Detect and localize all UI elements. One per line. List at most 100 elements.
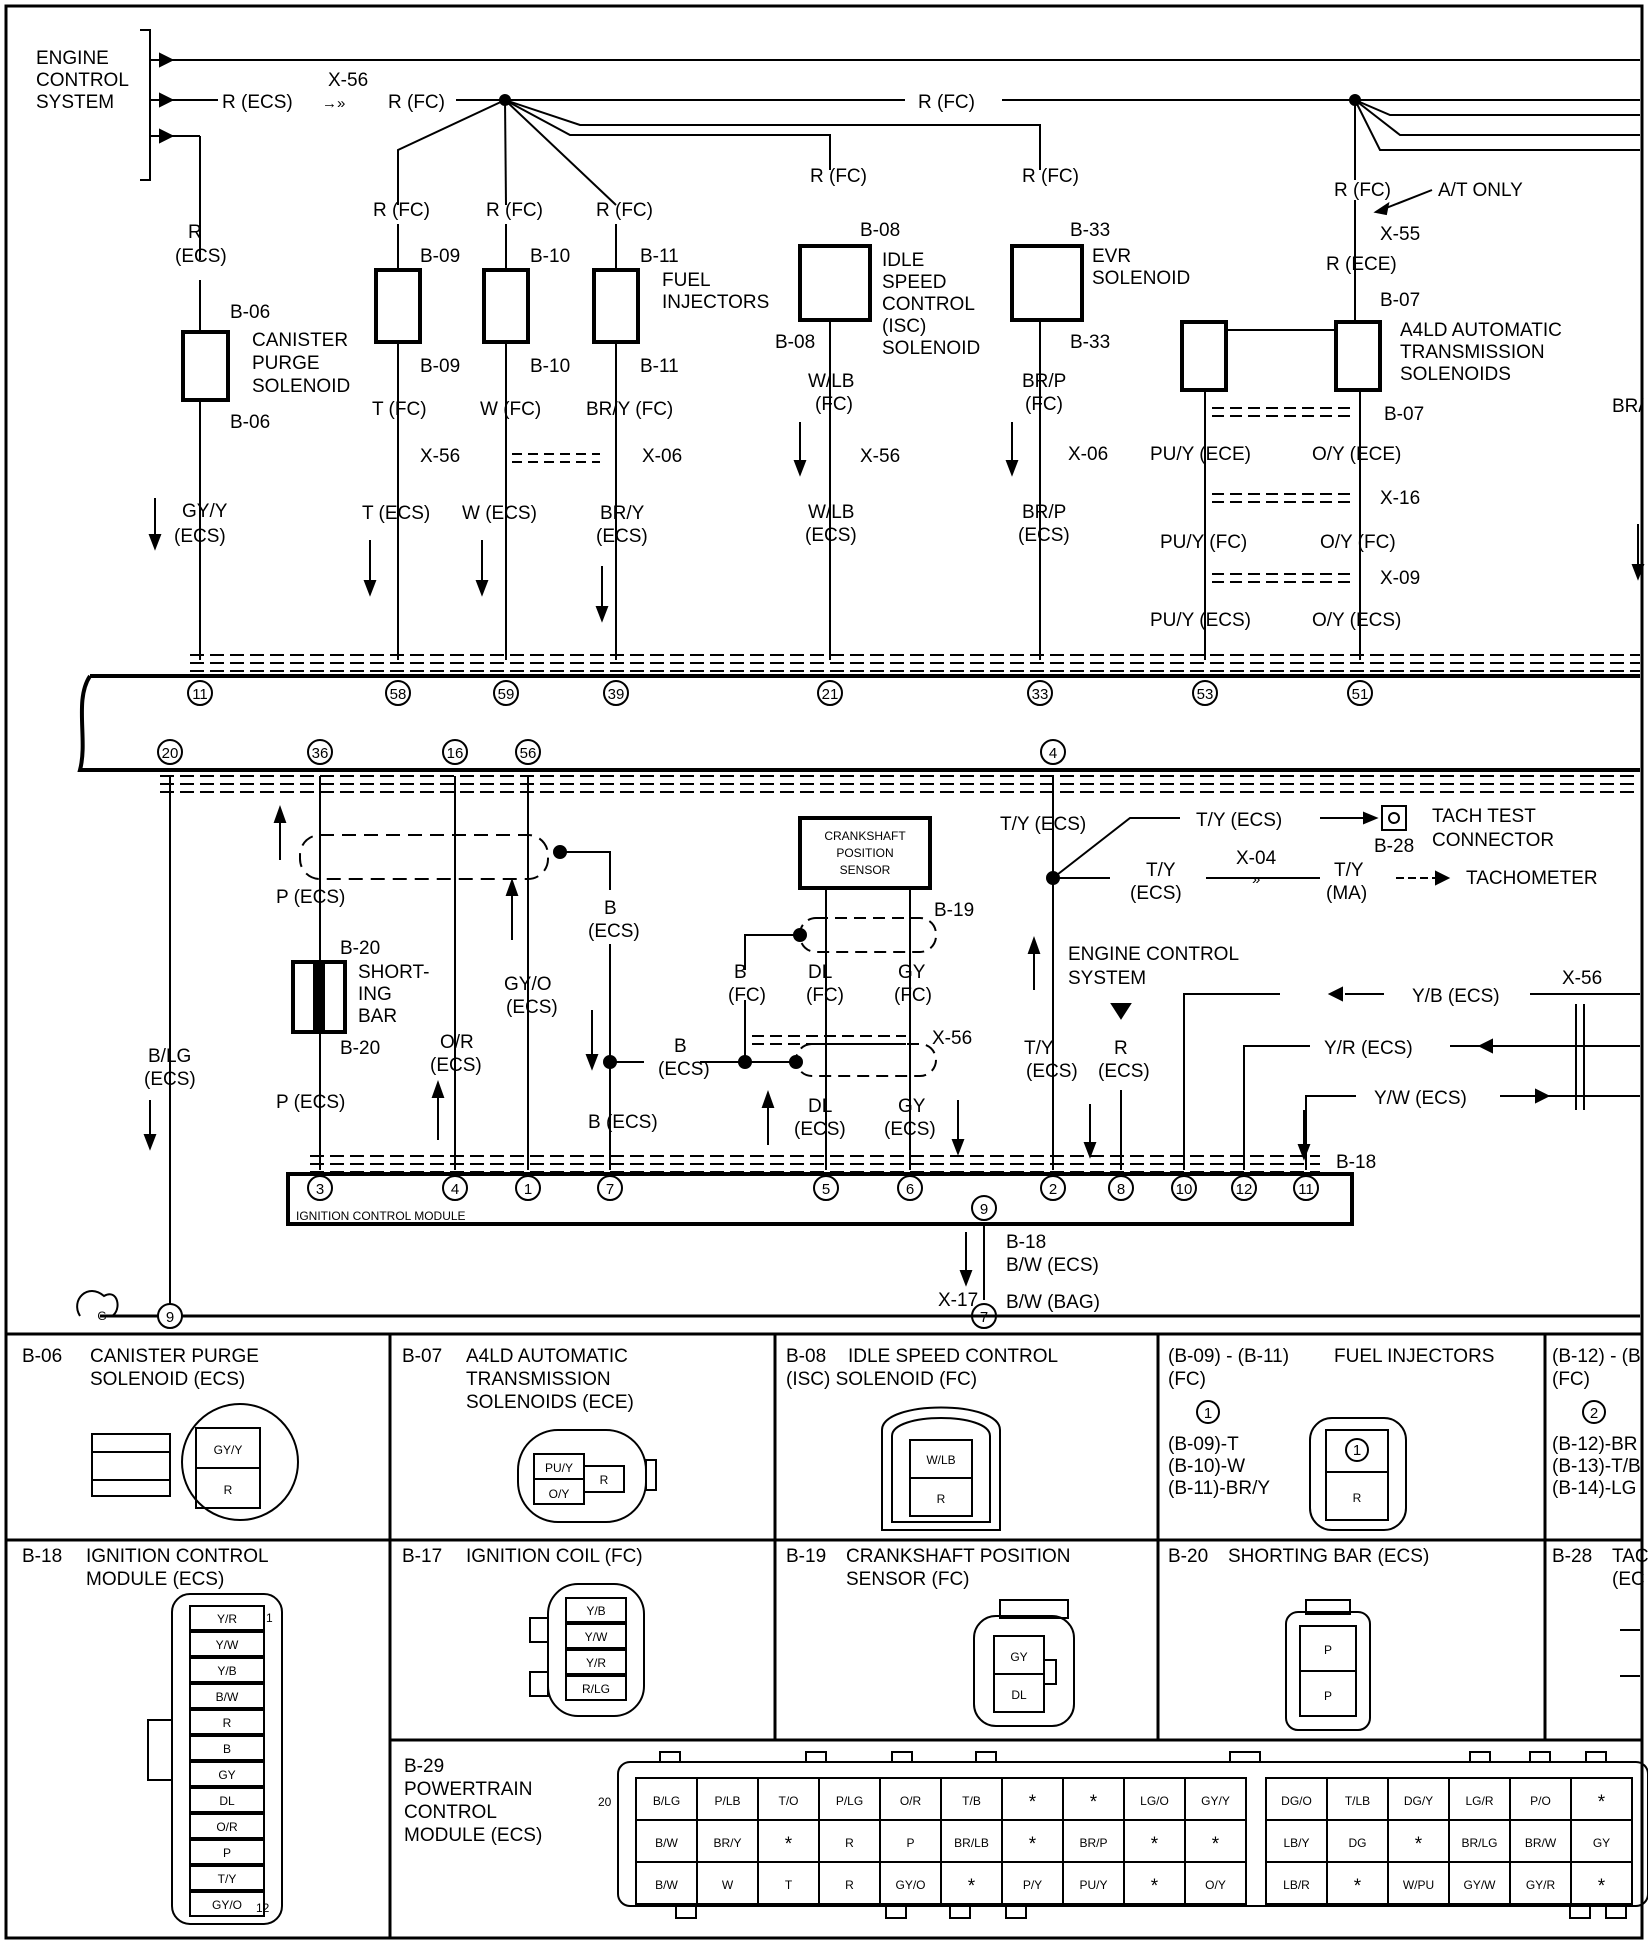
b18-cell-label: B/W bbox=[216, 1690, 239, 1704]
b18-cell bbox=[189, 1813, 265, 1839]
svg-text:(B-14)-LG: (B-14)-LG bbox=[1552, 1478, 1636, 1499]
b29-cell-label: B/W bbox=[655, 1836, 678, 1850]
svg-text:(ECS): (ECS) bbox=[658, 1059, 710, 1080]
b17-cell-label: Y/R bbox=[586, 1656, 606, 1670]
svg-text:IGNITION CONTROL MODULE: IGNITION CONTROL MODULE bbox=[296, 1209, 466, 1223]
b29-cell-label: T/O bbox=[779, 1794, 799, 1808]
b18-cell-label: GY/O bbox=[212, 1898, 242, 1912]
svg-text:1: 1 bbox=[266, 1611, 273, 1625]
connector-b12-partial: (B-12) - (B (FC) 2 (B-12)-BR (B-13)-T/B … bbox=[1552, 1346, 1641, 1499]
svg-text:51: 51 bbox=[1352, 686, 1369, 703]
svg-text:53: 53 bbox=[1197, 686, 1214, 703]
icm-pin bbox=[1171, 1175, 1197, 1201]
svg-text:56: 56 bbox=[520, 745, 537, 762]
svg-text:(B-09) - (B-11): (B-09) - (B-11) bbox=[1168, 1346, 1289, 1367]
svg-text:B: B bbox=[674, 1036, 687, 1057]
icm-pin-number: 11 bbox=[1298, 1181, 1314, 1198]
svg-text:9: 9 bbox=[980, 1201, 988, 1218]
svg-text:B: B bbox=[604, 898, 617, 919]
svg-text:IGNITION CONTROL: IGNITION CONTROL bbox=[86, 1546, 269, 1567]
svg-text:B-06: B-06 bbox=[230, 302, 270, 323]
b18-cell bbox=[189, 1761, 265, 1787]
svg-text:TRANSMISSION: TRANSMISSION bbox=[1400, 342, 1545, 363]
b29-cell-label: DG/Y bbox=[1404, 1794, 1433, 1808]
icm-pin-number: 4 bbox=[451, 1181, 459, 1198]
b29-cell-label: W bbox=[722, 1878, 734, 1892]
b18-cell bbox=[189, 1787, 265, 1813]
svg-text:W (FC): W (FC) bbox=[480, 399, 541, 420]
svg-text:(ECS): (ECS) bbox=[430, 1055, 482, 1076]
svg-text:ENGINE: ENGINE bbox=[36, 48, 109, 69]
svg-text:1: 1 bbox=[1353, 1442, 1361, 1459]
b29-cell-label: P/LB bbox=[714, 1794, 740, 1808]
b29-cell-label: DG/O bbox=[1281, 1794, 1312, 1808]
svg-text:(ECS): (ECS) bbox=[1026, 1061, 1078, 1082]
b29-cell-label: LG/O bbox=[1140, 1794, 1169, 1808]
svg-text:SOLENOID: SOLENOID bbox=[1092, 268, 1190, 289]
svg-text:B: B bbox=[734, 962, 747, 983]
b29-cell-label: P/LG bbox=[836, 1794, 863, 1808]
b29-cell-label: * bbox=[1598, 1876, 1606, 1897]
svg-text:(B-12) - (B: (B-12) - (B bbox=[1552, 1346, 1641, 1367]
svg-text:B-29: B-29 bbox=[404, 1756, 444, 1777]
b29-cell-label: P/O bbox=[1530, 1794, 1551, 1808]
b17-cell-stack: Y/BY/WY/RR/LG bbox=[565, 1597, 627, 1701]
svg-text:B-10: B-10 bbox=[530, 246, 570, 267]
b29-cell-label: * bbox=[1415, 1834, 1423, 1855]
svg-text:B-18: B-18 bbox=[1006, 1232, 1046, 1253]
svg-text:PU/Y (ECS): PU/Y (ECS) bbox=[1150, 610, 1251, 631]
svg-text:(ECS): (ECS) bbox=[144, 1069, 196, 1090]
connector-b20: B-20 SHORTING BAR (ECS) P P bbox=[1168, 1546, 1429, 1731]
svg-text:B/LG: B/LG bbox=[148, 1046, 191, 1067]
pcm-harness-band bbox=[77, 654, 1640, 793]
svg-text:R: R bbox=[1114, 1038, 1128, 1059]
svg-text:R: R bbox=[188, 222, 202, 243]
b29-cell-label: BR/W bbox=[1525, 1836, 1557, 1850]
svg-text:9: 9 bbox=[166, 1309, 174, 1326]
svg-text:B/W (BAG): B/W (BAG) bbox=[1006, 1292, 1100, 1313]
b29-cell-label: W/PU bbox=[1403, 1878, 1434, 1892]
isc-solenoid-circuit: R (FC) B-08 IDLE SPEED CONTROL (ISC) SOL… bbox=[775, 166, 980, 660]
b29-cell-label: GY/R bbox=[1526, 1878, 1556, 1892]
b29-cell-label: GY/Y bbox=[1201, 1794, 1230, 1808]
svg-text:SOLENOID (ECS): SOLENOID (ECS) bbox=[90, 1369, 245, 1390]
b18-cell bbox=[189, 1839, 265, 1865]
svg-text:R (FC): R (FC) bbox=[486, 200, 543, 221]
svg-text:R (FC): R (FC) bbox=[1022, 166, 1079, 187]
svg-text:B-28: B-28 bbox=[1552, 1546, 1592, 1567]
b17-cell bbox=[565, 1675, 627, 1701]
svg-text:G: G bbox=[97, 1309, 106, 1323]
svg-text:W (ECS): W (ECS) bbox=[462, 503, 537, 524]
svg-text:P (ECS): P (ECS) bbox=[276, 1092, 345, 1113]
injector-3-circuit: R (FC) B-11 FUEL INJECTORS B-11 BR/Y (FC… bbox=[586, 200, 769, 660]
svg-text:SPEED: SPEED bbox=[882, 272, 946, 293]
svg-text:»: » bbox=[1252, 871, 1260, 888]
svg-text:TACHOMETER: TACHOMETER bbox=[1466, 868, 1598, 889]
svg-text:BR/P: BR/P bbox=[1022, 502, 1066, 523]
svg-text:O/Y (FC): O/Y (FC) bbox=[1320, 532, 1396, 553]
svg-text:(EC: (EC bbox=[1612, 1569, 1645, 1590]
b29-cell bbox=[1570, 1861, 1633, 1905]
b29-cell-label: * bbox=[1151, 1834, 1159, 1855]
svg-text:GY/Y: GY/Y bbox=[214, 1443, 243, 1457]
svg-text:X-56: X-56 bbox=[860, 446, 900, 467]
b29-cell-label: GY/O bbox=[895, 1878, 925, 1892]
svg-text:X-09: X-09 bbox=[1380, 568, 1420, 589]
svg-text:(ECS): (ECS) bbox=[1130, 883, 1182, 904]
svg-text:P: P bbox=[1324, 1689, 1332, 1703]
svg-text:(ECS): (ECS) bbox=[805, 525, 857, 546]
b29-cell-label: BR/LG bbox=[1461, 1836, 1497, 1850]
svg-text:(ISC) SOLENOID (FC): (ISC) SOLENOID (FC) bbox=[786, 1369, 977, 1390]
svg-text:W/LB: W/LB bbox=[808, 371, 854, 392]
icm-pin bbox=[1040, 1175, 1066, 1201]
svg-text:R (FC): R (FC) bbox=[388, 92, 445, 113]
svg-text:(ECS): (ECS) bbox=[588, 921, 640, 942]
b29-cell-label: * bbox=[1151, 1876, 1159, 1897]
svg-text:T/Y (ECS): T/Y (ECS) bbox=[1000, 814, 1086, 835]
b29-cell-label: B/W bbox=[655, 1878, 678, 1892]
svg-text:PU/Y (ECE): PU/Y (ECE) bbox=[1150, 444, 1251, 465]
svg-text:20: 20 bbox=[598, 1795, 612, 1809]
svg-text:ING: ING bbox=[358, 984, 392, 1005]
connector-b06: B-06 CANISTER PURGE SOLENOID (ECS) GY/Y … bbox=[22, 1346, 299, 1521]
svg-text:O/R: O/R bbox=[440, 1032, 474, 1053]
